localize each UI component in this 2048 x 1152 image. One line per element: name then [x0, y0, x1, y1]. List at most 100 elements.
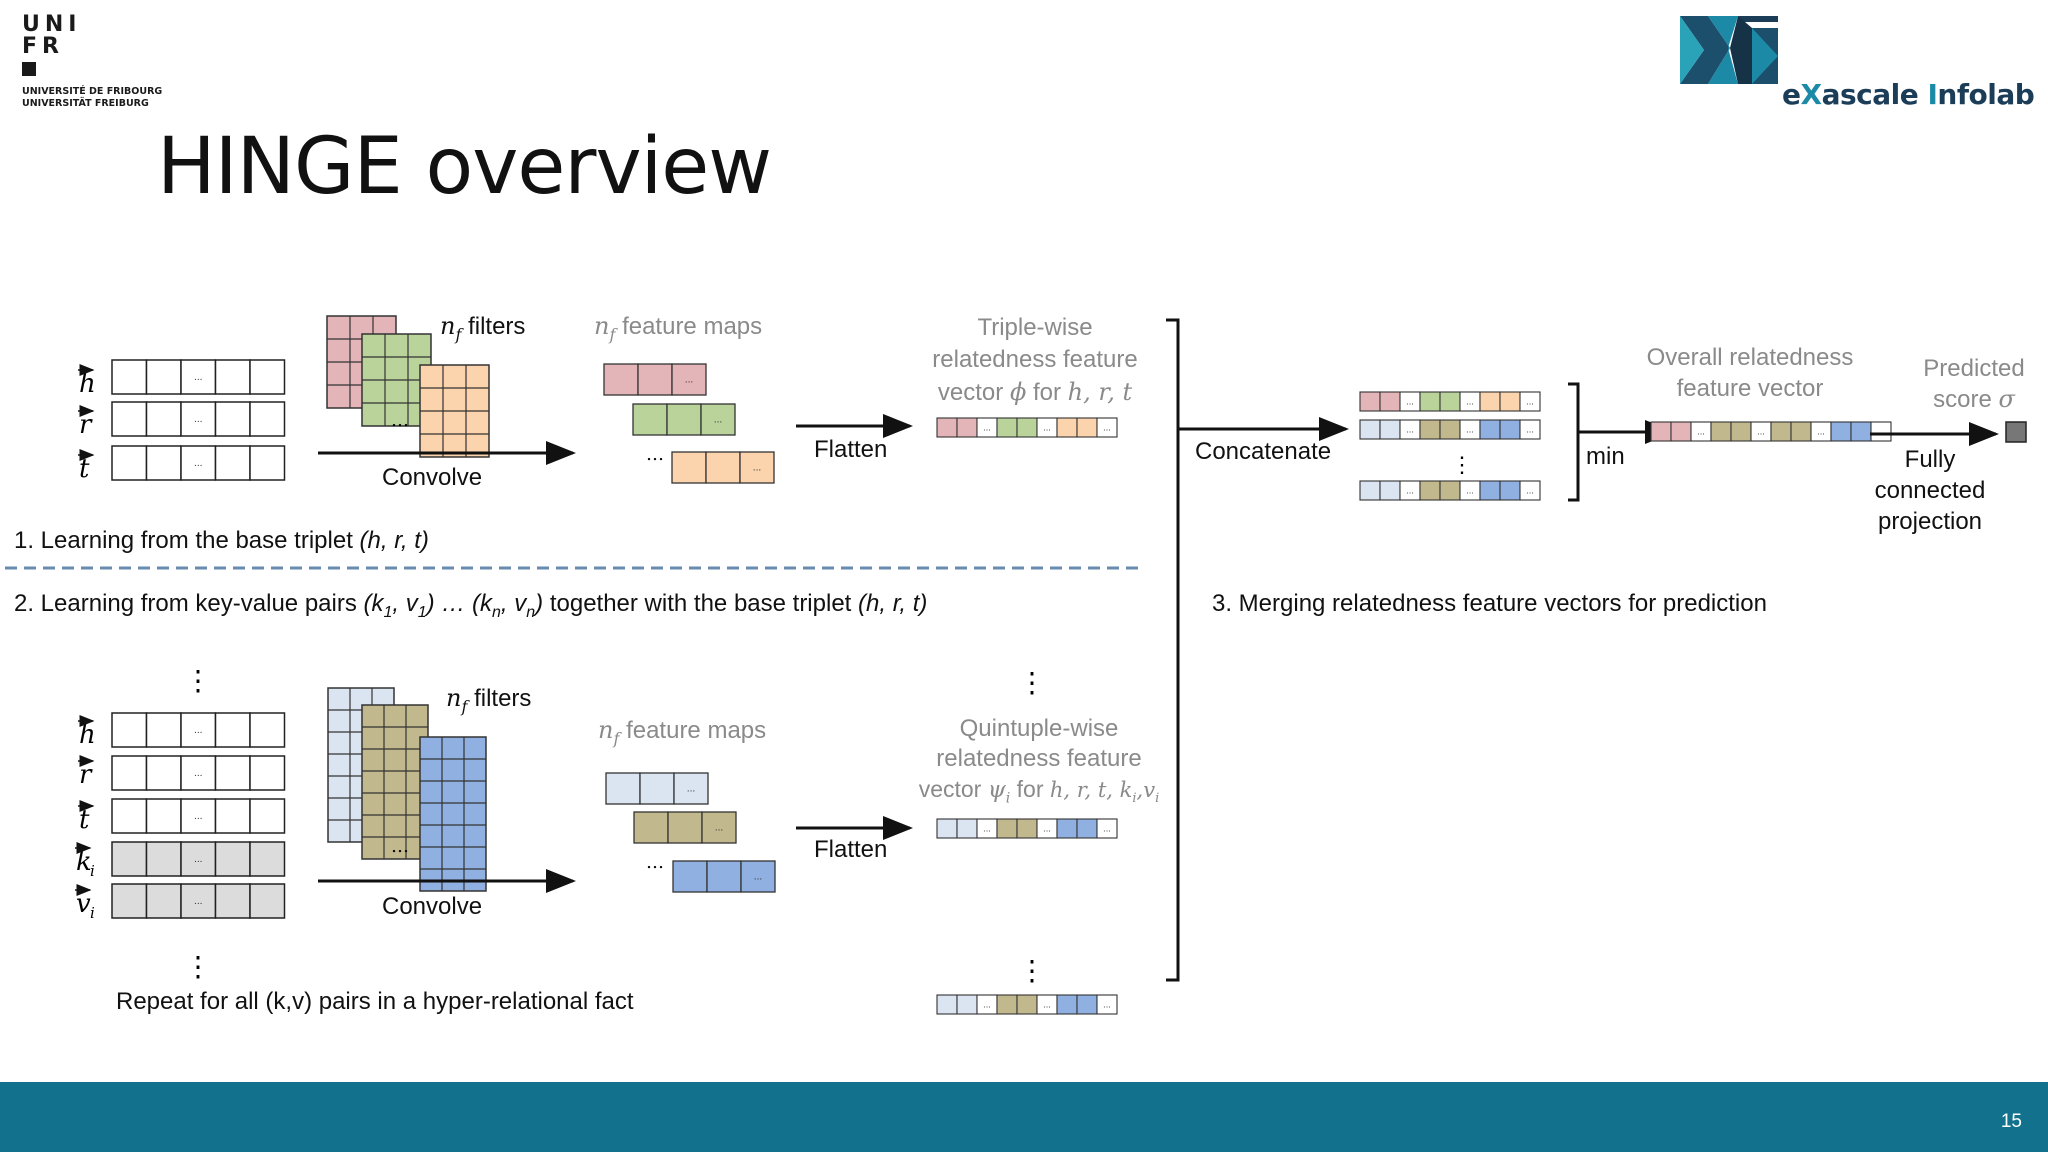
s1-fmap-orange-cell — [739, 451, 775, 484]
overall-vector-title: Overall relatedness feature vector — [1646, 344, 1854, 402]
s1-fmap-pink-cell — [637, 363, 673, 396]
s2-flattened-vector-n-cell — [956, 994, 978, 1015]
s1-flattened-vector-cell — [996, 417, 1018, 438]
s1-flattened-vector-cell — [1096, 417, 1118, 438]
s2-flattened-vector-cell — [1096, 818, 1118, 839]
overall-feature-vector-cell — [1770, 421, 1792, 442]
concat-vector-kv1-cell — [1519, 419, 1541, 440]
s2-top-vdots: ⋮ — [184, 664, 212, 697]
s2-r-embedding-dots: ... — [194, 769, 203, 779]
s2-t-embedding-cell — [111, 798, 148, 834]
s2-bottom-vdots: ⋮ — [184, 950, 212, 983]
s2-flattened-vector-cell — [1056, 818, 1078, 839]
fully-connected-label: Fully connected projection — [1874, 446, 1986, 535]
s2-filter-blue — [419, 736, 487, 892]
s1-convolve-label: Convolve — [382, 464, 483, 491]
s1-r-embedding-cell — [145, 401, 182, 437]
logo-line1: UNI — [22, 12, 82, 37]
s2-flattened-vector-dots: ... — [1103, 825, 1111, 834]
logo-sub2: UNIVERSITÄT FREIBURG — [22, 98, 149, 109]
s2-r-embedding-cell — [249, 755, 286, 791]
s1-fmap-orange-cell — [705, 451, 741, 484]
s1-fmap-pink-cell — [603, 363, 639, 396]
concat-vector-base-cell — [1419, 391, 1441, 412]
s2-r-embedding-cell — [214, 755, 251, 791]
concat-vector-base-dots: ... — [1466, 398, 1474, 407]
s2-vector-title: Quintuple-wise relatedness feature vecto… — [918, 715, 1160, 807]
s2-h-embedding-cell — [145, 712, 182, 748]
s2-filters-label: nf filters — [446, 684, 532, 716]
concat-vector-base-cell — [1499, 391, 1521, 412]
s2-t-embedding-cell — [249, 798, 286, 834]
concat-vector-kv1-cell — [1359, 419, 1381, 440]
s2-t-label: t — [79, 805, 90, 835]
s1-flattened-vector-cell — [956, 417, 978, 438]
concat-vector-base-cell — [1439, 391, 1461, 412]
s3-caption: 3. Merging relatedness feature vectors f… — [1212, 590, 1767, 617]
min-label: min — [1586, 443, 1625, 470]
concat-vector-base-cell — [1359, 391, 1381, 412]
s1-filters-label: nf filters — [440, 312, 526, 344]
s2-flattened-vector-cell — [1076, 818, 1098, 839]
s1-h-embedding-cell — [145, 359, 182, 395]
concat-vector-base-cell — [1479, 391, 1501, 412]
overall-feature-vector-cell — [1830, 421, 1852, 442]
s2-repeat-label: Repeat for all (k,v) pairs in a hyper-re… — [116, 988, 634, 1015]
s1-t-embedding-cell — [145, 445, 182, 481]
predicted-score-title: Predicted score σ — [1923, 355, 2025, 413]
s1-fmap-green-cell — [666, 403, 702, 436]
s1-h-embedding-cell — [249, 359, 286, 395]
s2-convolve-label: Convolve — [382, 893, 483, 920]
s2-v-embedding-cell — [145, 883, 182, 919]
s1-fmap-ellipsis: … — [646, 444, 664, 465]
s2-fmap-olive-cell — [667, 811, 703, 844]
concat-vector-kvn-cell — [1479, 480, 1501, 501]
s1-flattened-vector-cell — [1016, 417, 1038, 438]
s2-caption: 2. Learning from key-value pairs (k1, v1… — [14, 590, 928, 621]
concat-vector-kv1-dots: ... — [1406, 426, 1414, 435]
s2-k-embedding-dots: ... — [194, 855, 203, 865]
concat-vector-base-dots: ... — [1406, 398, 1414, 407]
s1-h-label: h — [79, 369, 96, 399]
s1-h-embedding-cell — [111, 359, 148, 395]
s1-r-embedding-cell — [249, 401, 286, 437]
s2-v-embedding-cell — [214, 883, 251, 919]
s2-flattened-vector-n-cell — [1076, 994, 1098, 1015]
s2-v-embedding-cell — [180, 883, 217, 919]
s2-v-label-sub: i — [90, 904, 95, 922]
page-title: HINGE overview — [157, 122, 772, 212]
s1-r-embedding-dots: ... — [194, 415, 203, 425]
overall-feature-vector-cell — [1670, 421, 1692, 442]
s1-fmap-pink-cell — [671, 363, 707, 396]
s2-fmap-blue-cell — [706, 860, 742, 893]
s2-flattened-vector-dots: ... — [983, 825, 991, 834]
s1-fmap-green-dots: ... — [714, 416, 723, 426]
s2-h-embedding-cell — [214, 712, 251, 748]
concat-vector-base-dots: ... — [1526, 398, 1534, 407]
collect-bracket — [1166, 318, 1180, 982]
s2-h-embedding-cell — [180, 712, 217, 748]
s2-h-embedding-cell — [249, 712, 286, 748]
s2-k-label: k — [76, 847, 92, 877]
s1-flattened-vector-dots: ... — [1103, 424, 1111, 433]
concat-vector-kv1-dots: ... — [1466, 426, 1474, 435]
s2-feature-maps-label: nf feature maps — [598, 716, 767, 748]
overall-feature-vector-dots: ... — [1877, 428, 1885, 437]
s1-flattened-vector-cell — [936, 417, 958, 438]
s1-t-embedding-dots: ... — [194, 459, 203, 469]
s2-k-embedding-cell — [249, 841, 286, 877]
exascale-infolab-wordmark: eXascale Infolab — [1782, 78, 2035, 111]
s1-vector-title: Triple-wise relatedness feature vector ϕ… — [932, 314, 1138, 406]
s2-flattened-vector-n-cell — [1016, 994, 1038, 1015]
s1-feature-maps-label: nf feature maps — [594, 312, 763, 344]
s2-fmap-lightblue-cell — [605, 772, 641, 805]
concat-vector-kvn-cell — [1439, 480, 1461, 501]
s2-t-embedding-cell — [214, 798, 251, 834]
concat-vector-kv1-cell — [1439, 419, 1461, 440]
s2-fmap-blue-cell — [740, 860, 776, 893]
s1-fmap-pink-dots: ... — [685, 376, 694, 386]
s1-t-embedding-cell — [214, 445, 251, 481]
concat-vector-kvn-cell — [1419, 480, 1441, 501]
overall-feature-vector-dots: ... — [1817, 428, 1825, 437]
concat-vector-kvn-dots: ... — [1466, 487, 1474, 496]
